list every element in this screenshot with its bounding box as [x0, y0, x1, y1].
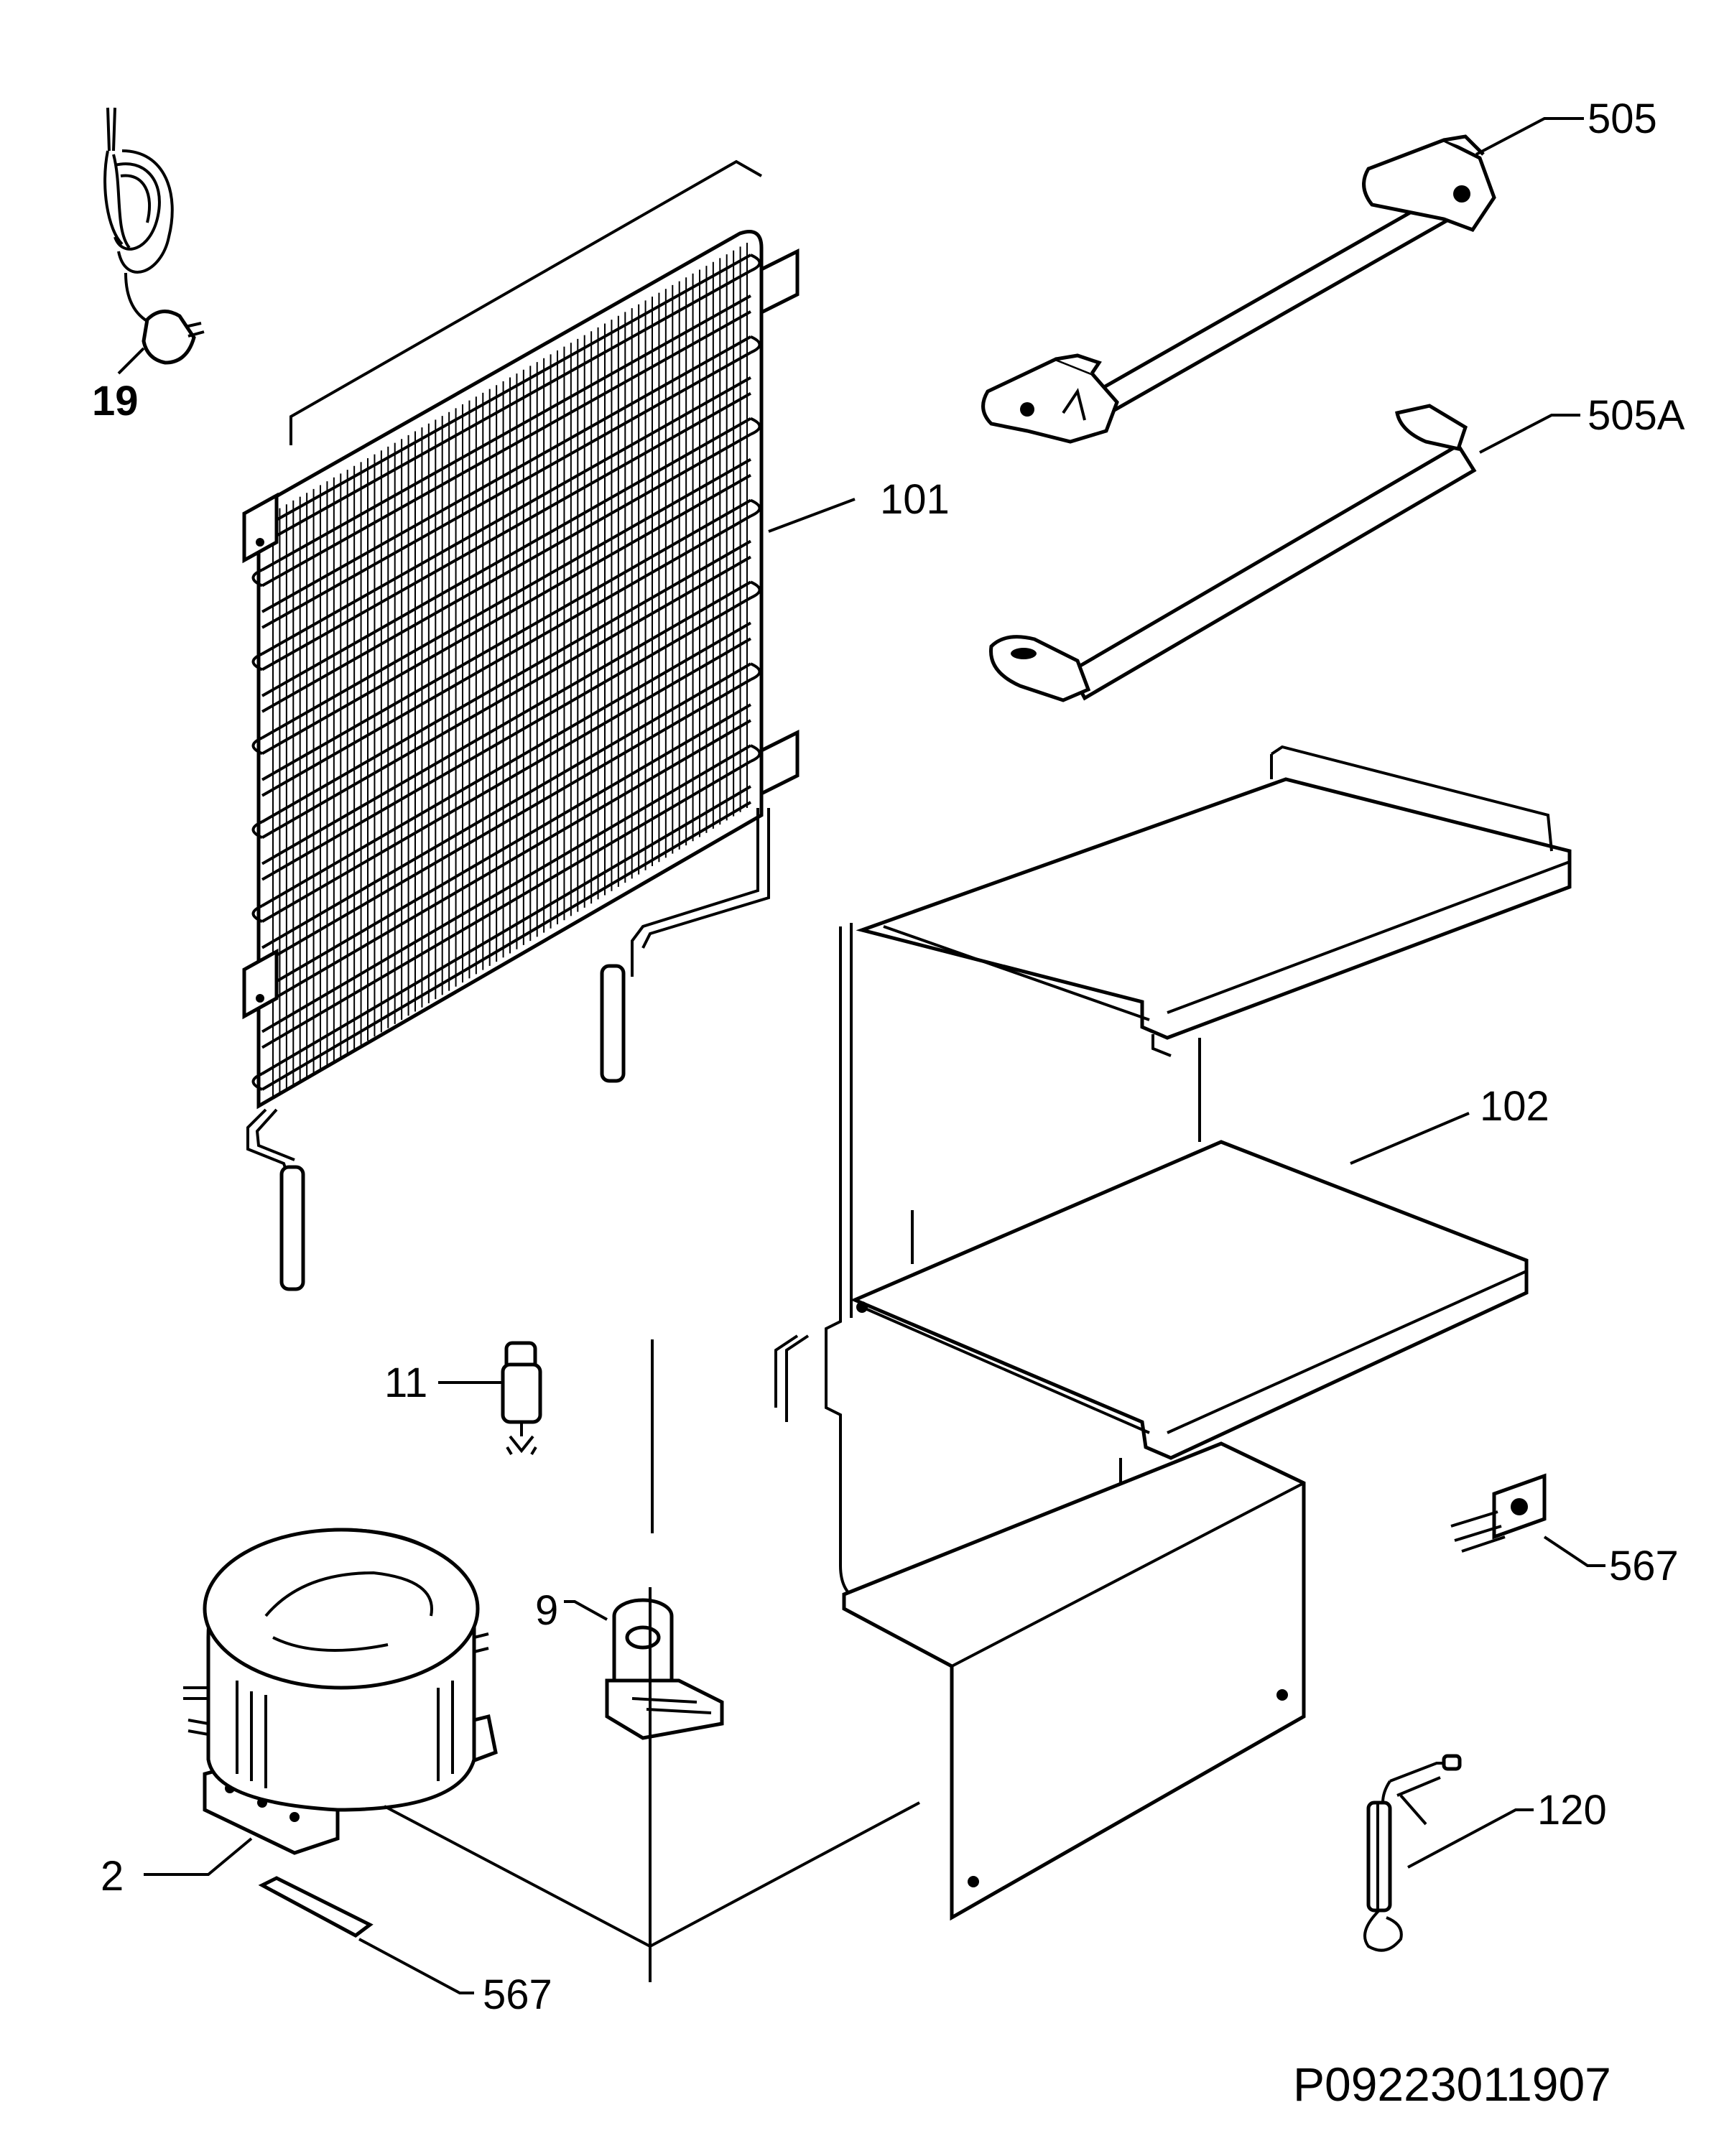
base-plane-outline [384, 1801, 920, 1982]
leader-101 [768, 498, 856, 533]
leader-102 [1350, 1112, 1470, 1165]
part-9-relay [605, 1598, 724, 1740]
part-505a-shelf-bar [989, 404, 1477, 702]
label-9: 9 [535, 1587, 558, 1634]
leader-9 [564, 1600, 608, 1621]
part-567-strip-bottom [258, 1876, 374, 1938]
label-19: 19 [92, 378, 139, 424]
part-505-shelf-bar [981, 134, 1496, 444]
label-102: 102 [1480, 1083, 1549, 1130]
part-101-condenser [242, 159, 800, 1291]
label-2: 2 [101, 1853, 124, 1900]
label-120: 120 [1537, 1787, 1607, 1834]
part-19-power-cord [103, 107, 205, 365]
label-567-bottom: 567 [483, 1971, 552, 2018]
part-11-filter-drier [501, 1341, 542, 1456]
label-567-right: 567 [1609, 1543, 1679, 1589]
drawing-code: P09223011907 [1293, 2058, 1611, 2111]
part-102-shelf-assembly [774, 745, 1572, 1921]
leader-19 [117, 347, 145, 375]
label-505: 505 [1588, 96, 1657, 142]
leader-2 [144, 1837, 253, 1876]
label-505a: 505A [1588, 392, 1685, 439]
leader-567-bottom [358, 1938, 474, 1994]
leader-120 [1407, 1808, 1534, 1869]
label-101: 101 [880, 476, 950, 523]
part-2-compressor [183, 1528, 498, 1855]
leader-505a [1479, 414, 1580, 454]
part-120-sensor [1363, 1754, 1462, 1952]
label-11: 11 [384, 1360, 427, 1406]
leader-505 [1475, 117, 1584, 156]
leader-567-right [1543, 1535, 1605, 1567]
part-567-clip-right [1450, 1473, 1547, 1553]
